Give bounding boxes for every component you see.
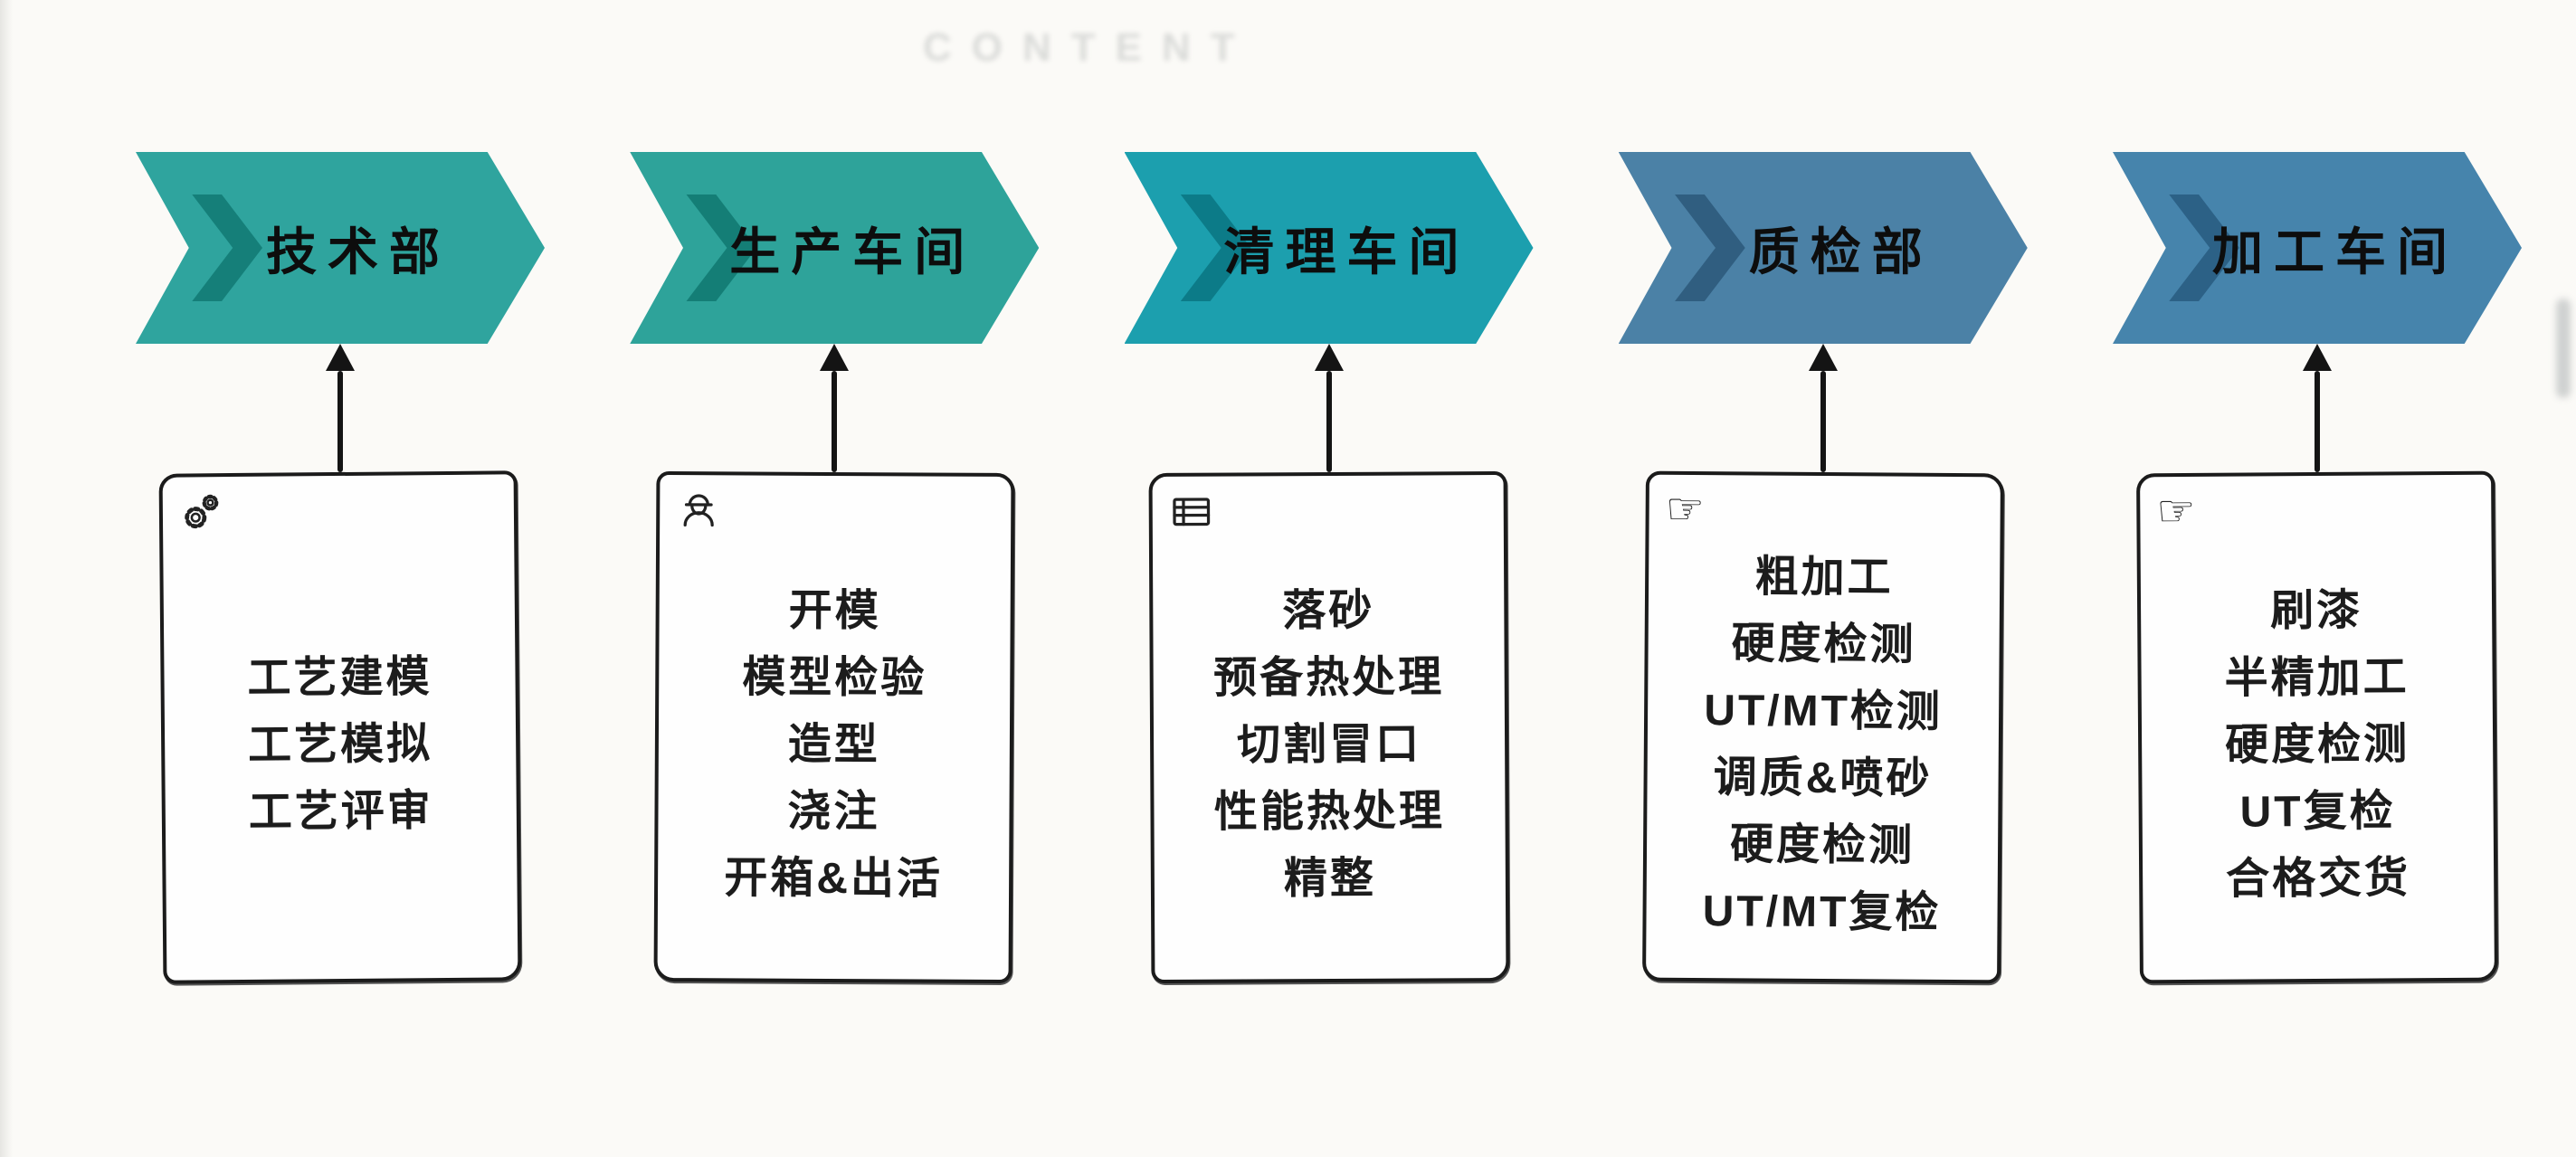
worker-icon [676, 488, 723, 535]
process-stage-1: 技术部 工艺建模工艺模拟工艺评审 [136, 152, 545, 1103]
step-line: 落砂 [1281, 586, 1374, 636]
up-arrow [2303, 344, 2332, 472]
up-arrow-line [2315, 371, 2320, 472]
step-line: 预备热处理 [1212, 653, 1444, 703]
step-line: 性能热处理 [1213, 787, 1445, 837]
step-line: 模型检验 [742, 653, 927, 703]
stage-banner: 加工车间 [2113, 152, 2522, 344]
step-line: 硬度检测 [1729, 820, 1915, 870]
scan-ghost-text: CONTENT [923, 25, 1255, 70]
scan-edge-shade [0, 0, 13, 1157]
step-line: 开模 [788, 586, 882, 636]
step-list: 工艺建模工艺模拟工艺评审 [163, 474, 518, 980]
stage-card: 落砂预备热处理切割冒口性能热处理精整 [1148, 470, 1509, 984]
up-arrow-head [326, 344, 355, 371]
up-arrow-line [337, 371, 343, 472]
step-line: 半精加工 [2224, 653, 2410, 703]
step-line: 合格交货 [2225, 854, 2411, 904]
step-line: 工艺评审 [248, 787, 434, 837]
stage-title: 加工车间 [2212, 223, 2458, 280]
up-arrow [326, 344, 355, 472]
step-list: 开模模型检验造型浇注开箱&出活 [658, 475, 1012, 980]
step-line: 工艺建模 [247, 653, 433, 703]
step-line: 硬度检测 [2224, 720, 2410, 770]
stage-banner: 技术部 [136, 152, 545, 344]
step-line: 刷漆 [2269, 586, 2363, 636]
step-line: UT复检 [2239, 787, 2396, 837]
step-line: 造型 [787, 720, 881, 770]
step-line: 调质&喷砂 [1713, 754, 1933, 803]
process-stage-3: 清理车间 落砂预备热处理切割冒口性能热处理精整 [1124, 152, 1534, 1103]
up-arrow-line [1326, 371, 1332, 472]
stage-banner: 质检部 [1618, 152, 2028, 344]
stage-title: 技术部 [266, 223, 451, 280]
stage-title: 生产车间 [729, 223, 976, 280]
up-arrow [820, 344, 850, 472]
up-arrow-head [2303, 344, 2332, 371]
up-arrow [1808, 344, 1838, 472]
step-line: UT/MT检测 [1703, 687, 1943, 736]
step-line: UT/MT复检 [1702, 887, 1942, 937]
gears-icon [179, 489, 226, 536]
step-line: 工艺模拟 [247, 720, 433, 770]
list-icon [1168, 489, 1215, 536]
up-arrow [1314, 344, 1344, 472]
step-line: 浇注 [787, 787, 880, 837]
stage-banner: 清理车间 [1124, 152, 1534, 344]
up-arrow-head [820, 344, 850, 371]
up-arrow-line [1820, 371, 1826, 472]
step-list: 落砂预备热处理切割冒口性能热处理精整 [1152, 475, 1506, 980]
step-line: 精整 [1283, 854, 1376, 904]
stage-card: 工艺建模工艺模拟工艺评审 [158, 470, 522, 984]
stage-banner: 生产车间 [630, 152, 1040, 344]
stage-title: 清理车间 [1223, 223, 1470, 280]
process-stage-2: 生产车间 开模模型检验造型浇注开箱&出活 [630, 152, 1040, 1103]
step-line: 开箱&出活 [724, 854, 944, 904]
step-line: 粗加工 [1754, 553, 1894, 602]
process-flow: 技术部 工艺建模工艺模拟工艺评审 生产车间 开模模型检验造型浇注开箱&出活 清理… [136, 152, 2522, 1103]
stage-card: 开模模型检验造型浇注开箱&出活 [653, 470, 1015, 984]
step-line: 切割冒口 [1236, 720, 1421, 770]
up-arrow-head [1314, 344, 1344, 371]
stage-title: 质检部 [1748, 223, 1934, 280]
up-arrow-line [832, 371, 838, 472]
scan-smudge [2556, 299, 2571, 398]
step-line: 硬度检测 [1731, 620, 1916, 669]
up-arrow-head [1808, 344, 1838, 371]
step-list: 刷漆半精加工硬度检测 UT复检合格交货 [2140, 475, 2495, 981]
